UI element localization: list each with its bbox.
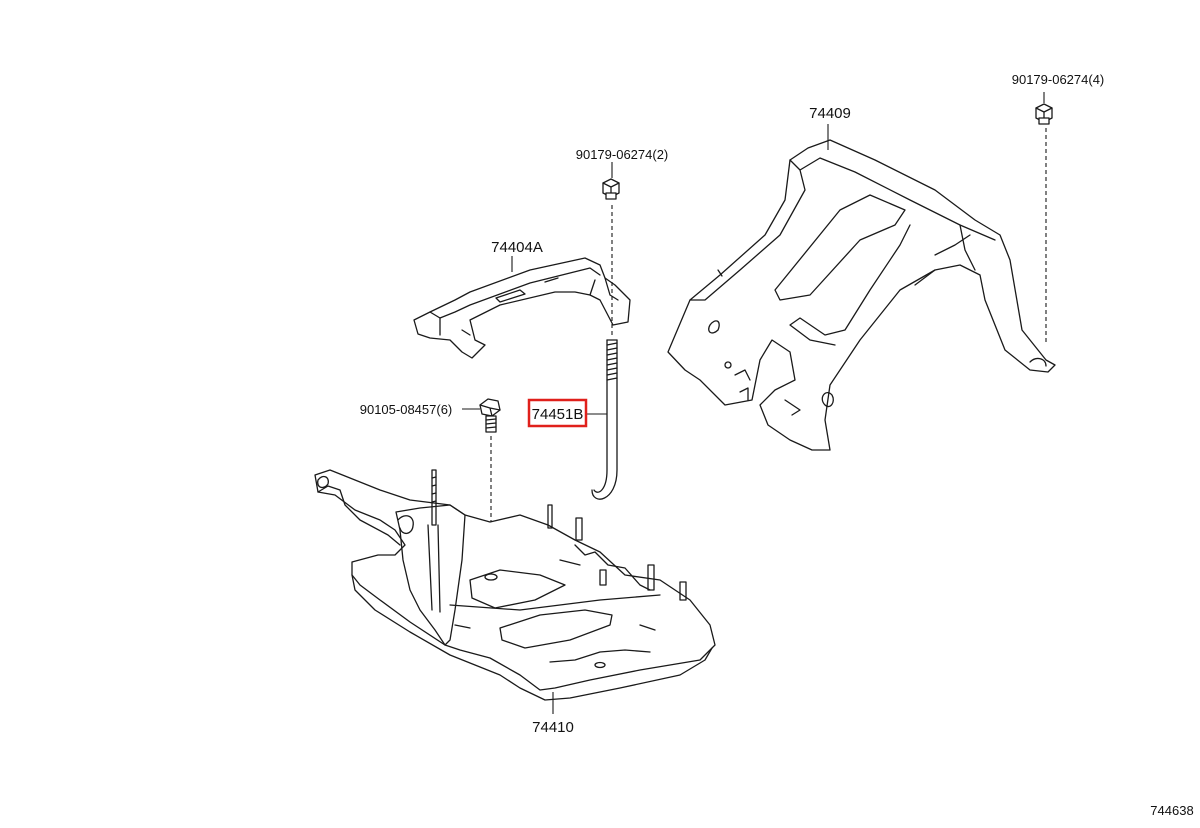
bolt-90105[interactable] — [479, 398, 501, 433]
label-74404A[interactable]: 74404A — [491, 239, 543, 256]
nut-center[interactable] — [602, 178, 620, 200]
label-nut-top-right[interactable]: 90179-06274(4) — [1012, 72, 1105, 87]
battery-tray-74410[interactable] — [314, 469, 716, 701]
label-bolt[interactable]: 90105-08457(6) — [360, 402, 453, 417]
battery-clamp-74404A[interactable] — [413, 257, 631, 359]
label-74451B[interactable]: 74451B — [532, 406, 584, 423]
highlight-box-74451B — [527, 398, 588, 428]
nut-top-right[interactable] — [1035, 103, 1053, 125]
label-nut-center[interactable]: 90179-06274(2) — [576, 147, 669, 162]
battery-hold-rod-74451B[interactable] — [591, 339, 618, 500]
label-74410[interactable]: 74410 — [532, 719, 574, 736]
diagram-id: 744638 — [1150, 803, 1193, 818]
label-74409[interactable]: 74409 — [809, 105, 851, 122]
battery-bracket-74409[interactable] — [667, 139, 1056, 451]
